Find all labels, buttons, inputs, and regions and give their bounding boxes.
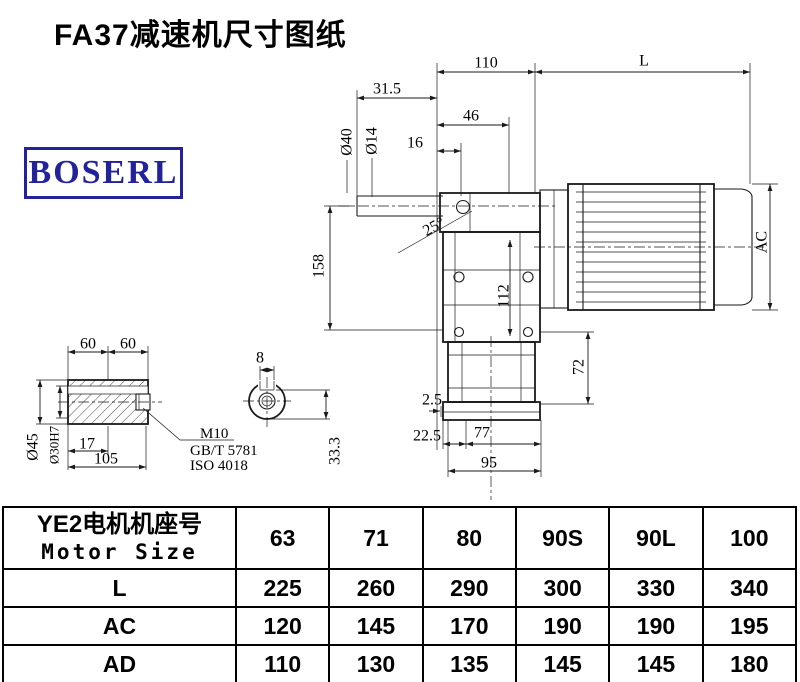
motor-size-col: 63 <box>234 506 331 570</box>
dim-158: 158 <box>311 254 328 278</box>
dim-dia45: Ø45 <box>25 433 42 461</box>
table-cell: 135 <box>421 644 517 682</box>
dim-16: 16 <box>407 135 423 152</box>
input-shaft: 25° <box>338 195 558 254</box>
header-en: Motor Size <box>41 539 198 564</box>
row-label: AD <box>2 644 237 682</box>
dim-dia30h7: Ø30H7 <box>47 425 62 464</box>
table-cell: 330 <box>608 568 704 608</box>
dim-60a: 60 <box>80 336 96 353</box>
table-cell: 300 <box>514 568 611 608</box>
table-cell: 290 <box>421 568 517 608</box>
table-cell: 225 <box>234 568 331 608</box>
standard-gbt: GB/T 5781 <box>190 443 258 459</box>
page-title: FA37减速机尺寸图纸 <box>54 19 347 52</box>
table-cell: 110 <box>234 644 331 682</box>
bolt-hole <box>522 326 534 338</box>
dimension-group-bottom: 2.5 22.5 77 95 <box>413 392 542 477</box>
table-header-cell: YE2电机机座号 Motor Size <box>2 506 237 570</box>
dim-dia40: Ø40 <box>339 128 356 156</box>
table-cell: 145 <box>514 644 611 682</box>
motor-size-col: 100 <box>701 506 798 570</box>
bolt-hole <box>453 271 465 283</box>
bolt-hole <box>522 271 534 283</box>
dim-33-3: 33.3 <box>327 437 344 465</box>
table-cell: 190 <box>608 606 704 646</box>
table-cell: 145 <box>328 606 424 646</box>
section-detail-view: 8 33.3 <box>243 350 344 465</box>
header-cn: YE2电机机座号 <box>36 511 203 538</box>
bolt-hole <box>453 326 465 338</box>
table-cell: 120 <box>234 606 331 646</box>
table-cell: 340 <box>701 568 798 608</box>
table-row-AC: AC 120 145 170 190 190 195 <box>2 606 798 646</box>
dim-46: 46 <box>463 108 479 125</box>
motor-size-col: 71 <box>328 506 424 570</box>
standard-iso: ISO 4018 <box>190 458 248 474</box>
dim-L: L <box>639 53 649 70</box>
table-cell: 195 <box>701 606 798 646</box>
dim-77: 77 <box>474 425 490 442</box>
shaft-detail-view: 60 60 Ø45 Ø30H7 17 105 M10 GB/T 5781 ISO… <box>25 336 258 475</box>
table-cell: 130 <box>328 644 424 682</box>
table-cell: 260 <box>328 568 424 608</box>
dimension-group-vertical: AC 158 112 72 <box>311 183 778 405</box>
table-cell: 145 <box>608 644 704 682</box>
dim-72: 72 <box>571 359 588 375</box>
dim-112: 112 <box>496 284 513 307</box>
technical-drawing: 110 L 31.5 46 16 Ø40 Ø14 25° <box>25 53 778 500</box>
table-cell: 180 <box>701 644 798 682</box>
dim-105: 105 <box>94 451 118 468</box>
dim-AC: AC <box>754 231 771 253</box>
dim-22-5: 22.5 <box>413 428 441 445</box>
dim-31-5: 31.5 <box>373 81 401 98</box>
logo-text: BOSERL <box>28 154 179 191</box>
table-row-header: YE2电机机座号 Motor Size 63 71 80 90S 90L 100 <box>2 506 798 570</box>
motor-size-col: 80 <box>421 506 517 570</box>
motor-size-table: YE2电机机座号 Motor Size 63 71 80 90S 90L 100… <box>2 506 798 682</box>
shaft-hole <box>455 199 471 215</box>
dim-95: 95 <box>481 455 497 472</box>
table-row-L: L 225 260 290 300 330 340 <box>2 568 798 608</box>
row-label: AC <box>2 606 237 646</box>
extension-lines-top <box>346 63 751 450</box>
dim-110: 110 <box>474 55 497 72</box>
table-cell: 170 <box>421 606 517 646</box>
row-label: L <box>2 568 237 608</box>
table-row-AD: AD 110 130 135 145 145 180 <box>2 644 798 682</box>
dim-2-5: 2.5 <box>422 392 442 409</box>
boserl-logo: BOSERL <box>24 147 183 199</box>
table-cell: 190 <box>514 606 611 646</box>
dim-dia14: Ø14 <box>364 127 381 155</box>
motor-size-col: 90S <box>514 506 611 570</box>
dim-60b: 60 <box>120 336 136 353</box>
motor-size-col: 90L <box>608 506 704 570</box>
thread-callout: M10 <box>200 426 228 442</box>
motor <box>534 183 764 311</box>
dimension-group-top: 110 L 31.5 46 16 Ø40 Ø14 <box>339 53 750 156</box>
fan-cover <box>713 188 753 306</box>
dim-8: 8 <box>256 350 264 367</box>
dim-17: 17 <box>79 436 95 453</box>
